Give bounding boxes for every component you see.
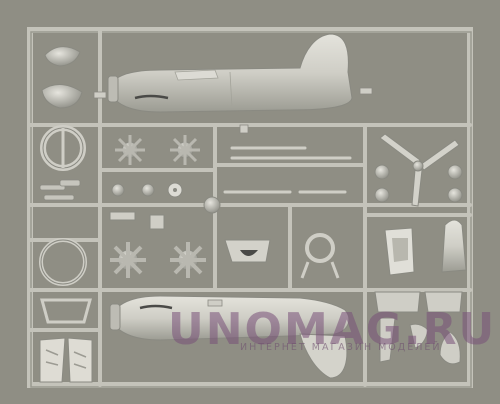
canopy-frame-ring: [300, 233, 340, 279]
cowl-halves: [41, 46, 83, 109]
cowl-ring: [40, 125, 86, 171]
propeller: [379, 133, 460, 207]
engine-top-left: [115, 135, 145, 165]
runner-gates: [93, 87, 373, 307]
fuselage-half-top: [107, 33, 353, 113]
exhaust-ring: [39, 238, 87, 286]
watermark-brand: UNOMAG.RU: [168, 304, 497, 355]
main-wheels: [374, 164, 463, 203]
watermark-tagline: ИНТЕРНЕТ МАГАЗИН МОДЕЛЕЙ: [240, 342, 442, 353]
instrument-panel: [224, 239, 271, 263]
small-wheels: [109, 182, 221, 230]
engine-top-right: [170, 135, 200, 165]
wheel-well-covers: [39, 337, 93, 383]
wing-root-parts: [374, 291, 463, 365]
sprue-frame: [27, 27, 473, 388]
engine-bottom-left: [110, 242, 146, 278]
seat-frame: [40, 298, 92, 324]
cockpit-tub: [384, 227, 415, 276]
fuselage-half-bottom: [109, 295, 350, 379]
engine-bottom-right: [170, 242, 206, 278]
gun-barrels: [223, 146, 352, 194]
spinner: [441, 219, 467, 273]
small-guns: [39, 179, 81, 201]
